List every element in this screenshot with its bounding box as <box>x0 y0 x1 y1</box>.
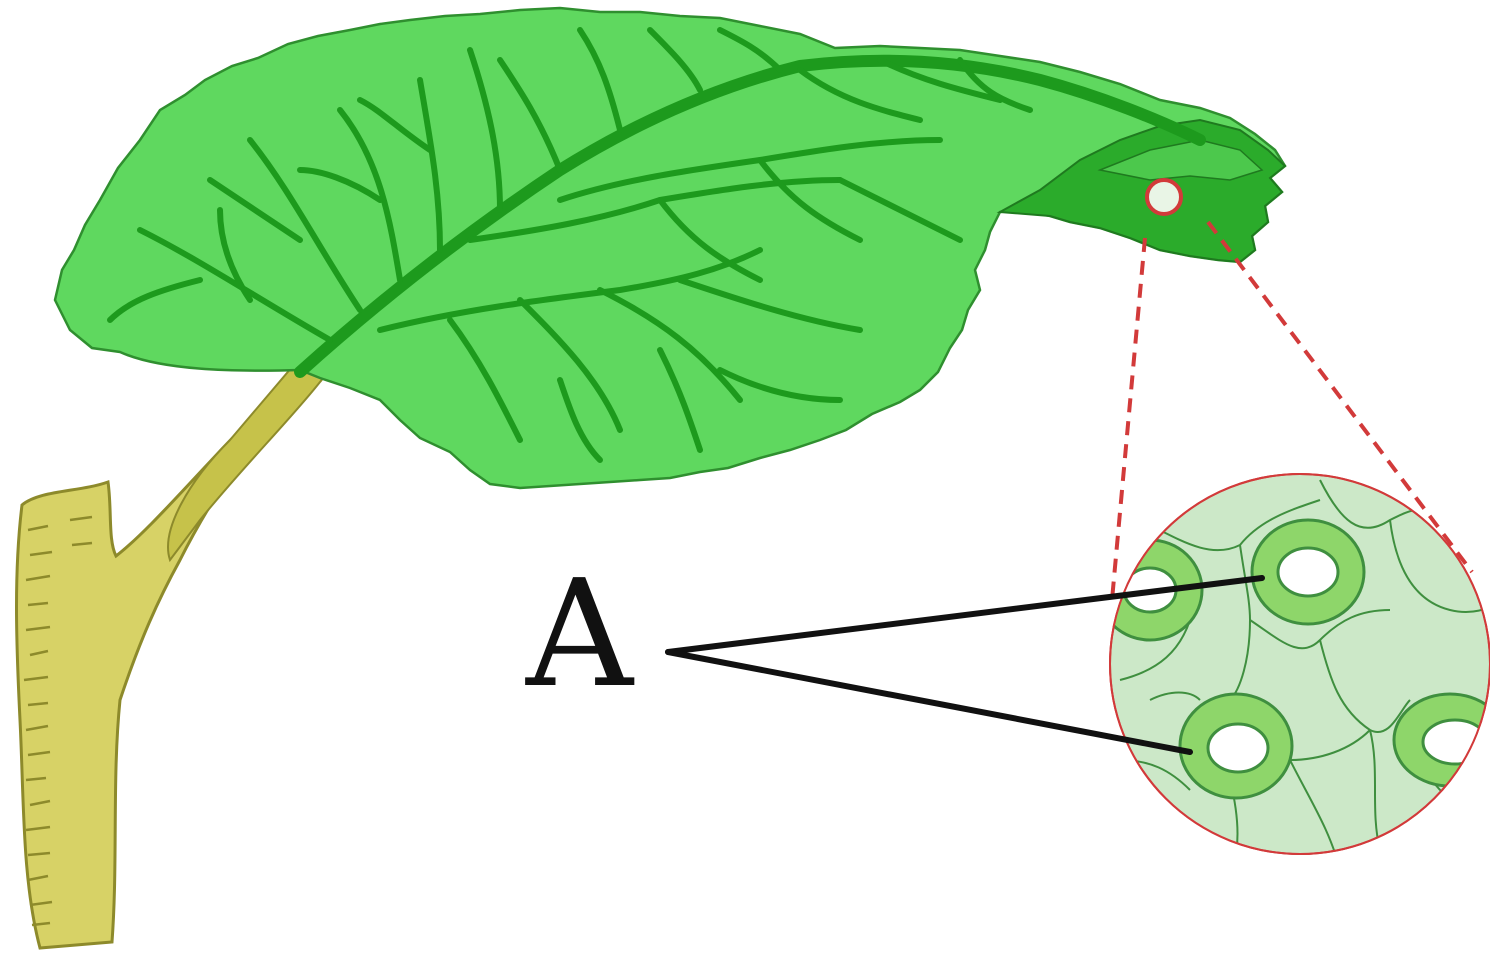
leaf-blade <box>55 8 1285 488</box>
label-a: A <box>526 560 633 708</box>
stoma-2 <box>1180 694 1292 798</box>
stoma-4 <box>1394 694 1490 786</box>
magnified-view <box>1098 474 1490 880</box>
sample-spot <box>1147 180 1181 214</box>
petiole <box>168 360 324 560</box>
stoma-1 <box>1252 520 1364 624</box>
